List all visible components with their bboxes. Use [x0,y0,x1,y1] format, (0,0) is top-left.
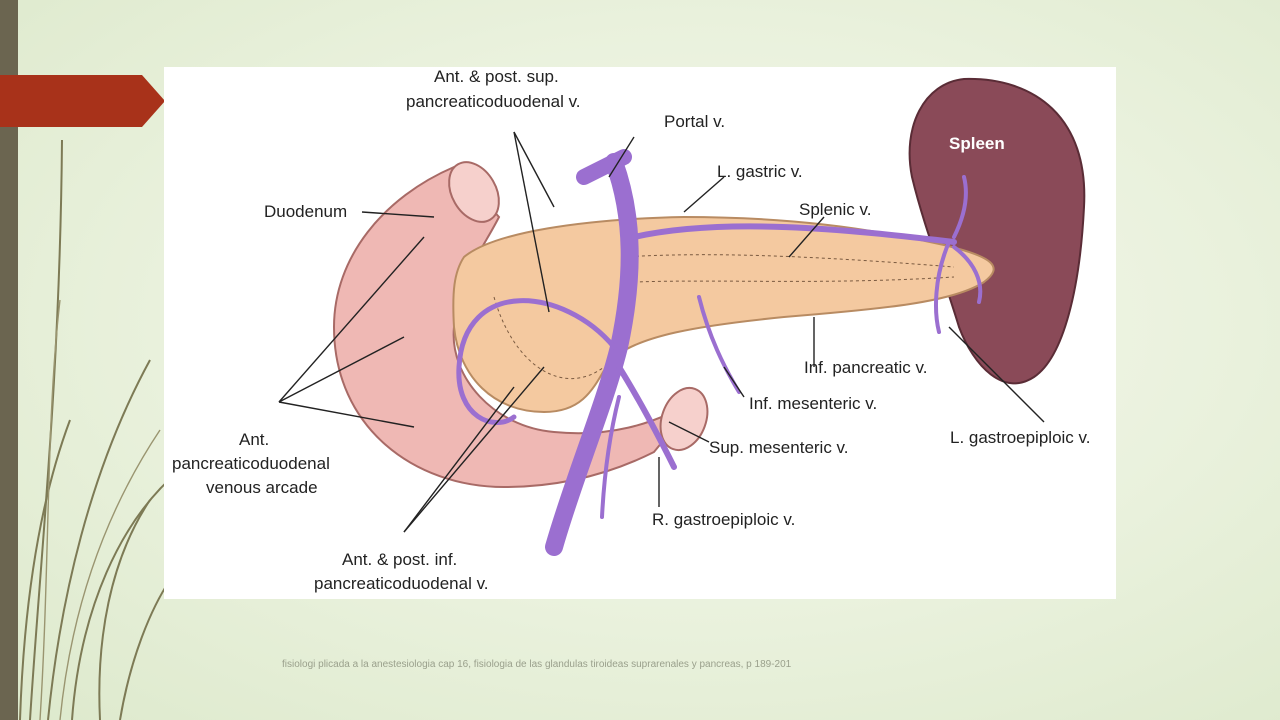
pancreas-shape [452,215,995,414]
label-splenic-vein: Splenic v. [799,200,871,219]
portal-vein-stub [576,149,632,185]
label-portal-vein: Portal v. [664,112,725,131]
portal-vein [545,153,639,556]
red-accent-tab [0,75,165,127]
label-ant-post-inf-line1: Ant. & post. inf. [342,550,457,569]
left-decorative-bar [0,0,18,720]
inf-mesenteric-branch [697,295,741,394]
label-inf-mesenteric-vein: Inf. mesenteric v. [749,394,877,413]
label-ant-post-sup-line2: pancreaticoduodenal v. [406,92,581,111]
label-inf-pancreatic-vein: Inf. pancreatic v. [804,358,927,377]
label-ant-arcade-line3: venous arcade [206,478,318,497]
label-ant-post-sup-line1: Ant. & post. sup. [434,67,559,86]
label-ant-arcade-line2: pancreaticoduodenal [172,454,330,473]
grass-decoration [19,139,181,720]
pancreas-venous-drainage-diagram: Ant. & post. sup. pancreaticoduodenal v.… [164,67,1116,599]
source-caption: fisiologi plicada a la anestesiologia ca… [282,659,792,670]
duodenum-cut-end-top [448,161,500,223]
label-r-gastroepiploic-vein: R. gastroepiploic v. [652,510,795,529]
label-sup-mesenteric-vein: Sup. mesenteric v. [709,438,849,457]
sup-mesenteric-branch [616,364,677,470]
spleen-shape [908,77,1086,385]
spleen-hilar-veins [934,175,983,334]
label-ant-post-inf-line2: pancreaticoduodenal v. [314,574,489,593]
label-ant-arcade-line1: Ant. [239,430,269,449]
duodenum-cut-end-right [659,387,709,451]
label-spleen: Spleen [949,134,1005,153]
label-l-gastroepiploic-vein: L. gastroepiploic v. [950,428,1090,447]
label-l-gastric-vein: L. gastric v. [717,162,803,181]
r-gastroepiploic-branch [600,395,621,519]
pancreaticoduodenal-arcade [456,298,617,425]
splenic-vein [631,223,957,245]
label-duodenum: Duodenum [264,202,347,221]
